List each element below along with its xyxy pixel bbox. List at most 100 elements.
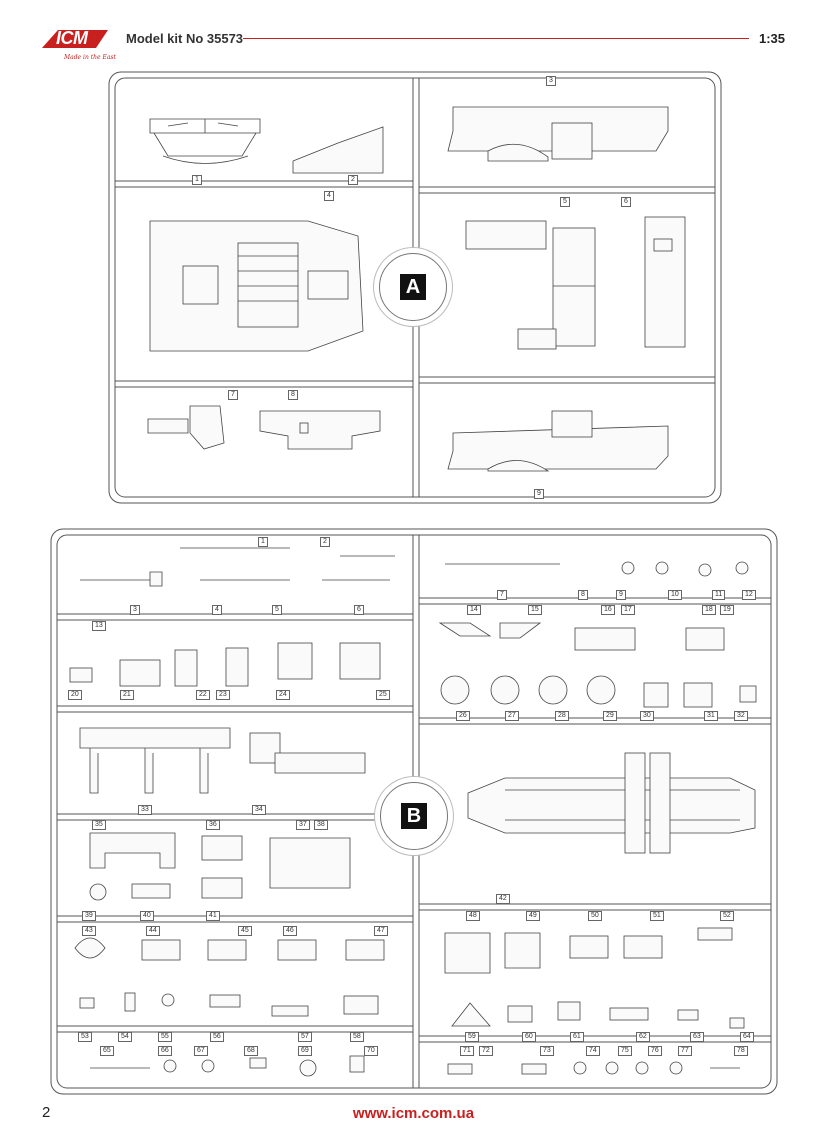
part-number-b66: 66 <box>158 1046 172 1056</box>
part-number-b71: 71 <box>460 1046 474 1056</box>
part-number-b27: 27 <box>505 711 519 721</box>
part-number-b33: 33 <box>138 805 152 815</box>
part-number-b30: 30 <box>640 711 654 721</box>
part-number-b14: 14 <box>467 605 481 615</box>
part-number-a9: 9 <box>534 489 544 499</box>
part-number-b47: 47 <box>374 926 388 936</box>
part-number-b48: 48 <box>466 911 480 921</box>
part-number-b16: 16 <box>601 605 615 615</box>
part-number-b57: 57 <box>298 1032 312 1042</box>
part-number-b35: 35 <box>92 820 106 830</box>
part-number-a2: 2 <box>348 175 358 185</box>
part-number-b41: 41 <box>206 911 220 921</box>
part-number-b38: 38 <box>314 820 328 830</box>
sprue-b-label: B <box>401 803 427 829</box>
part-number-b69: 69 <box>298 1046 312 1056</box>
part-number-b77: 77 <box>678 1046 692 1056</box>
part-number-b67: 67 <box>194 1046 208 1056</box>
part-number-b75: 75 <box>618 1046 632 1056</box>
part-number-b64: 64 <box>740 1032 754 1042</box>
part-number-b55: 55 <box>158 1032 172 1042</box>
part-number-b42: 42 <box>496 894 510 904</box>
part-number-b61: 61 <box>570 1032 584 1042</box>
part-number-b36: 36 <box>206 820 220 830</box>
part-number-b11: 11 <box>712 590 726 600</box>
part-number-b74: 74 <box>586 1046 600 1056</box>
part-number-b54: 54 <box>118 1032 132 1042</box>
sprue-b: B <box>50 528 778 1095</box>
part-number-b20: 20 <box>68 690 82 700</box>
sprue-a-drawing <box>108 71 722 504</box>
sprue-a-label: A <box>400 274 426 300</box>
logo-shape <box>42 30 108 48</box>
part-number-b34: 34 <box>252 805 266 815</box>
part-number-b49: 49 <box>526 911 540 921</box>
sprue-b-drawing <box>50 528 778 1095</box>
part-number-b78: 78 <box>734 1046 748 1056</box>
part-number-b17: 17 <box>621 605 635 615</box>
part-number-b9: 9 <box>616 590 626 600</box>
part-number-b21: 21 <box>120 690 134 700</box>
part-number-b12: 12 <box>742 590 756 600</box>
part-number-b73: 73 <box>540 1046 554 1056</box>
part-number-b2: 2 <box>320 537 330 547</box>
part-number-a6: 6 <box>621 197 631 207</box>
part-number-b19: 19 <box>720 605 734 615</box>
part-number-b31: 31 <box>704 711 718 721</box>
part-number-b8: 8 <box>578 590 588 600</box>
part-number-b23: 23 <box>216 690 230 700</box>
part-number-a1: 1 <box>192 175 202 185</box>
kit-title: Model kit No 35573 <box>126 31 244 46</box>
part-number-b4: 4 <box>212 605 222 615</box>
sprue-a: 1 2 3 4 5 6 7 8 9 A <box>108 71 722 504</box>
part-number-b18: 18 <box>702 605 716 615</box>
part-number-b40: 40 <box>140 911 154 921</box>
part-number-b28: 28 <box>555 711 569 721</box>
part-number-b76: 76 <box>648 1046 662 1056</box>
part-number-b62: 62 <box>636 1032 650 1042</box>
part-number-b52: 52 <box>720 911 734 921</box>
part-number-a5: 5 <box>560 197 570 207</box>
part-number-a7: 7 <box>228 390 238 400</box>
part-number-b53: 53 <box>78 1032 92 1042</box>
part-number-b56: 56 <box>210 1032 224 1042</box>
part-number-b37: 37 <box>296 820 310 830</box>
logo-tagline: Made in the East <box>64 54 116 61</box>
part-number-b72: 72 <box>479 1046 493 1056</box>
part-number-b63: 63 <box>690 1032 704 1042</box>
part-number-b60: 60 <box>522 1032 536 1042</box>
part-number-b59: 59 <box>465 1032 479 1042</box>
part-number-b3: 3 <box>130 605 140 615</box>
part-number-b58: 58 <box>350 1032 364 1042</box>
part-number-b32: 32 <box>734 711 748 721</box>
part-number-b26: 26 <box>456 711 470 721</box>
part-number-b65: 65 <box>100 1046 114 1056</box>
part-number-b70: 70 <box>364 1046 378 1056</box>
header-rule <box>243 38 749 39</box>
icm-logo: ICM Made in the East <box>38 24 118 64</box>
part-number-a8: 8 <box>288 390 298 400</box>
part-number-b46: 46 <box>283 926 297 936</box>
sprue-b-badge: B <box>380 782 448 850</box>
part-number-b51: 51 <box>650 911 664 921</box>
part-number-b10: 10 <box>668 590 682 600</box>
logo-brand: ICM <box>56 28 88 48</box>
part-number-b29: 29 <box>603 711 617 721</box>
part-number-b50: 50 <box>588 911 602 921</box>
part-number-b68: 68 <box>244 1046 258 1056</box>
scale-label: 1:35 <box>759 31 786 46</box>
part-number-b45: 45 <box>238 926 252 936</box>
part-number-b6: 6 <box>354 605 364 615</box>
part-number-b1: 1 <box>258 537 268 547</box>
part-number-b15: 15 <box>528 605 542 615</box>
part-number-b22: 22 <box>196 690 210 700</box>
part-number-b24: 24 <box>276 690 290 700</box>
part-number-b25: 25 <box>376 690 390 700</box>
part-number-a3: 3 <box>546 76 556 86</box>
page-number: 2 <box>42 1104 51 1121</box>
part-number-b5: 5 <box>272 605 282 615</box>
page-header: ICM Made in the East Model kit No 35573 … <box>0 0 827 62</box>
part-number-b13: 13 <box>92 621 106 631</box>
part-number-a4: 4 <box>324 191 334 201</box>
website-url: www.icm.com.ua <box>352 1105 475 1122</box>
